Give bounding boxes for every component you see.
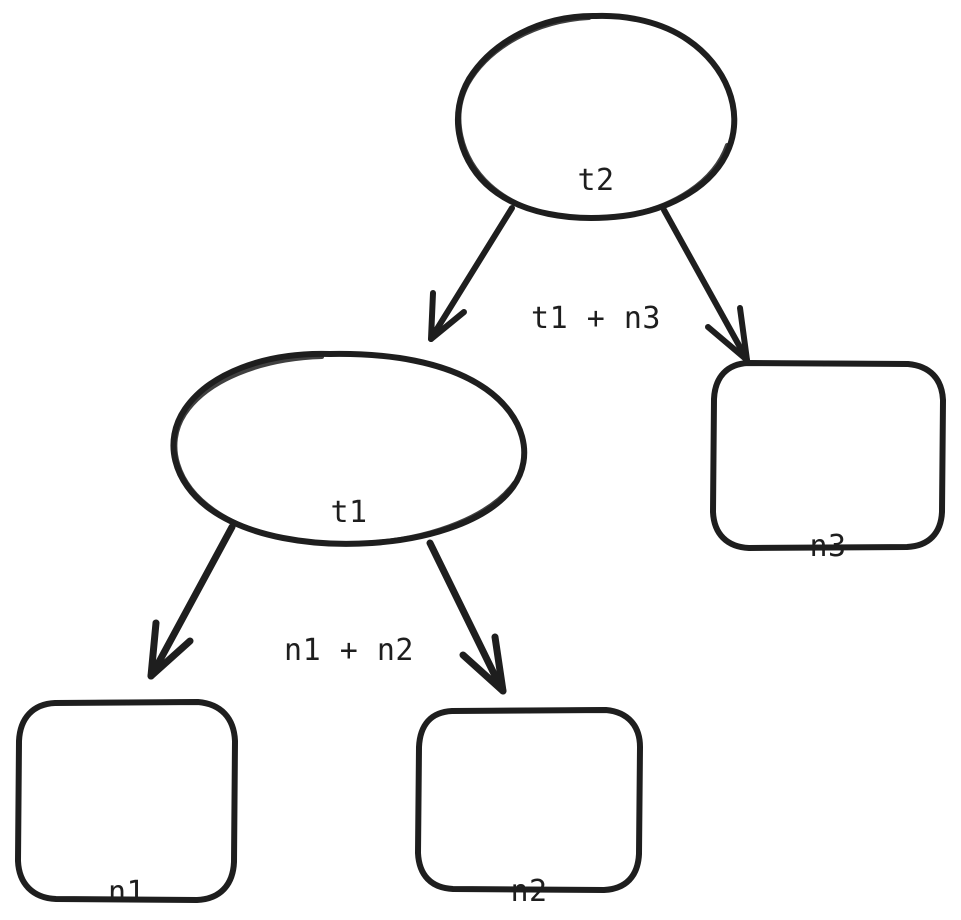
node-n1-shape[interactable] (15, 699, 238, 903)
node-t1-shape[interactable] (170, 350, 528, 547)
edge-t2-to-t1[interactable] (428, 205, 515, 342)
node-n3-shape[interactable] (710, 360, 946, 551)
edge-t1-to-n2[interactable] (426, 539, 507, 695)
edge-t1-to-n1[interactable] (147, 523, 236, 680)
edge-t2-to-n3[interactable] (661, 207, 750, 363)
node-n2-shape[interactable] (415, 707, 643, 893)
node-t2-shape[interactable] (455, 12, 738, 221)
